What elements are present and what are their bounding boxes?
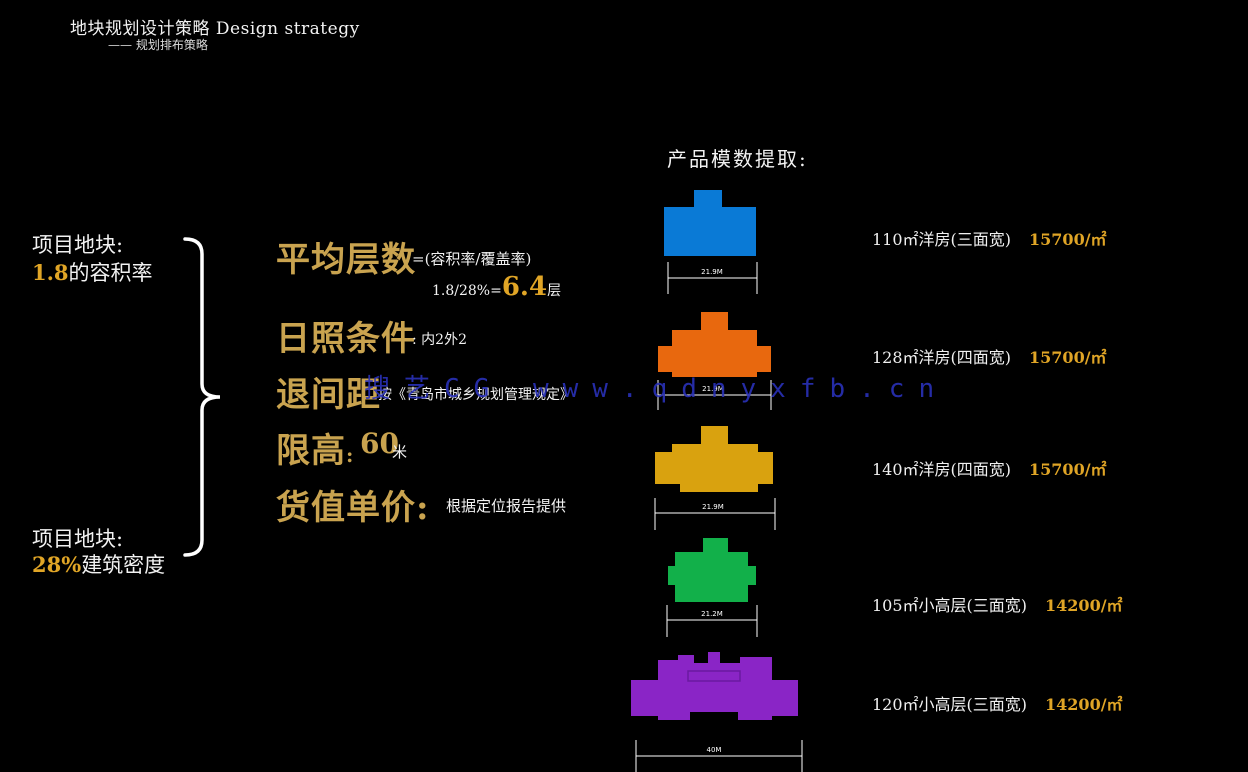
footprint-2: 21.9M	[657, 312, 772, 410]
sunlight-desc: : 内2外2	[412, 332, 467, 348]
product-120: 120㎡小高层(三面宽) 14200/㎡	[872, 691, 1123, 715]
product-140: 140㎡洋房(四面宽) 15700/㎡	[872, 456, 1107, 480]
avg-floors-number: 6.4	[501, 272, 548, 302]
dim-label-2: 21.9M	[702, 385, 724, 393]
product-128-price: 15700/㎡	[1029, 348, 1107, 367]
height-limit-unit: 米	[392, 443, 408, 461]
page-title: 地块规划设计策略 Design strategy	[70, 19, 360, 39]
avg-floors-unit: 层	[547, 283, 562, 299]
product-120-price: 14200/㎡	[1045, 695, 1123, 714]
product-128-label: 128㎡洋房(四面宽)	[872, 348, 1012, 367]
product-128: 128㎡洋房(四面宽) 15700/㎡	[872, 344, 1107, 368]
product-110-price: 15700/㎡	[1029, 230, 1107, 249]
avg-floors-title: 平均层数	[276, 240, 416, 280]
height-limit-label: 限高	[276, 431, 346, 471]
dim-label-4: 21.2M	[701, 610, 723, 618]
watermark-text: 搜艺CG www.qdnyxfb.cn	[364, 374, 949, 404]
density-text: 建筑密度	[81, 553, 166, 577]
unit-price-desc: 根据定位报告提供	[446, 497, 567, 515]
product-110: 110㎡洋房(三面宽) 15700/㎡	[872, 226, 1107, 250]
dim-label-1: 21.9M	[701, 268, 723, 276]
curly-brace	[183, 237, 221, 557]
height-limit-value: 60	[360, 427, 399, 460]
product-120-label: 120㎡小高层(三面宽)	[872, 695, 1028, 714]
dim-label-3: 21.9M	[702, 503, 724, 511]
avg-floors-formula: =(容积率/覆盖率)	[412, 250, 532, 268]
product-110-label: 110㎡洋房(三面宽)	[872, 230, 1012, 249]
plot-ratio-number: 1.8	[32, 260, 69, 285]
plot-ratio-text: 的容积率	[68, 261, 153, 285]
footprint-1: 21.9M	[664, 190, 758, 294]
footprint-4: 21.2M	[666, 538, 758, 637]
setback-title: 退间距	[276, 375, 381, 415]
product-105: 105㎡小高层(三面宽) 14200/㎡	[872, 592, 1123, 616]
footprint-3: 21.9M	[654, 426, 776, 530]
height-limit-colon: :	[346, 443, 355, 467]
product-140-label: 140㎡洋房(四面宽)	[872, 460, 1012, 479]
footprint-5: 40M	[631, 652, 803, 772]
density-number: 28%	[32, 552, 82, 577]
setback-desc: 按《青岛市城乡规划管理规定》	[378, 387, 574, 403]
height-limit-title: 限高:	[276, 423, 354, 472]
density-value: 28%建筑密度	[32, 549, 165, 579]
sunlight-title: 日照条件	[276, 319, 416, 359]
plot-ratio-label: 项目地块:	[32, 233, 124, 257]
page-subtitle: —— 规划排布策略	[108, 38, 208, 52]
plot-ratio-value: 1.8的容积率	[32, 257, 153, 287]
avg-floors-calc: 1.8/28%=	[432, 283, 502, 299]
density-label: 项目地块:	[32, 527, 124, 551]
product-140-price: 15700/㎡	[1029, 460, 1107, 479]
avg-floors-result: 1.8/28%=6.4层	[432, 272, 561, 302]
modules-title: 产品模数提取:	[667, 147, 808, 171]
product-105-price: 14200/㎡	[1045, 596, 1123, 615]
unit-price-title: 货值单价:	[276, 488, 430, 528]
dim-label-5: 40M	[707, 746, 722, 754]
product-105-label: 105㎡小高层(三面宽)	[872, 596, 1028, 615]
